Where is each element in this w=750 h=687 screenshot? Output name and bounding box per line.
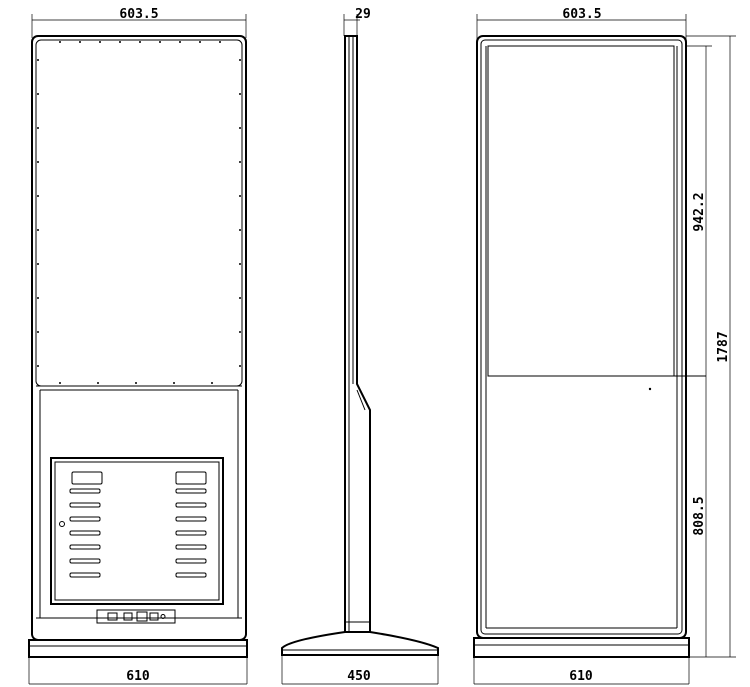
vent-slot <box>69 572 101 578</box>
front-view: 603.5 <box>28 7 248 685</box>
back-body-outline <box>476 35 687 639</box>
screw-dot <box>37 161 39 163</box>
back-base-dimension: 610 <box>473 657 690 685</box>
connector-strip <box>96 609 176 624</box>
screw-dot <box>37 229 39 231</box>
vent-slot <box>175 516 207 522</box>
back-base-width-label: 610 <box>569 669 593 684</box>
screw-dot <box>139 41 141 43</box>
screw-dot <box>37 195 39 197</box>
vent-slot <box>69 558 101 564</box>
screw-dot <box>37 93 39 95</box>
screw-dot <box>239 93 241 95</box>
screw-dot <box>135 382 137 384</box>
front-base-width-label: 610 <box>126 669 150 684</box>
screw-dot <box>37 297 39 299</box>
vent-slot <box>175 572 207 578</box>
screw-dot <box>97 382 99 384</box>
screw-dot <box>239 127 241 129</box>
screw-dot <box>239 161 241 163</box>
back-view: 603.5 610 <box>473 7 736 685</box>
front-top-width-label: 603.5 <box>119 7 158 22</box>
access-panel <box>50 457 224 605</box>
screw-dot <box>239 297 241 299</box>
vent-slot <box>69 544 101 550</box>
vent-slot <box>175 488 207 494</box>
back-top-dimension: 603.5 <box>476 7 687 40</box>
screw-dot <box>59 382 61 384</box>
side-depth-dimension: 29 <box>343 7 371 36</box>
screw-dot <box>37 127 39 129</box>
lower-height-label: 808.5 <box>692 496 707 535</box>
vent-slot <box>175 530 207 536</box>
screw-dot <box>99 41 101 43</box>
side-base-width-label: 450 <box>347 669 371 684</box>
lock-hole <box>59 521 65 527</box>
back-base <box>473 637 690 658</box>
screw-dot <box>211 382 213 384</box>
screw-dot <box>37 331 39 333</box>
screw-dot <box>239 59 241 61</box>
vent-slot <box>175 544 207 550</box>
side-foot <box>281 631 439 656</box>
back-screen-area <box>487 45 675 377</box>
screw-dot <box>159 41 161 43</box>
side-view: 29 450 <box>281 7 439 685</box>
side-depth-label: 29 <box>355 7 371 22</box>
vent-slot <box>175 502 207 508</box>
screw-dot <box>239 365 241 367</box>
front-base-dimension: 610 <box>28 657 248 685</box>
vent-slot <box>71 471 103 485</box>
screw-dot <box>119 41 121 43</box>
screw-dot <box>199 41 201 43</box>
screen-height-label: 942.2 <box>692 192 707 231</box>
screw-dot <box>59 41 61 43</box>
screw-dot <box>79 41 81 43</box>
front-screw-dots <box>37 41 241 384</box>
back-vertical-dimensions: 942.2 808.5 1787 <box>686 35 736 658</box>
vent-slot <box>69 516 101 522</box>
back-top-width-label: 603.5 <box>562 7 601 22</box>
vent-slots <box>69 471 207 578</box>
screw-dot <box>219 41 221 43</box>
screw-dot <box>37 59 39 61</box>
vent-slot <box>69 488 101 494</box>
side-base-dimension: 450 <box>281 655 439 685</box>
front-screen-panel <box>35 39 243 387</box>
front-base <box>28 639 248 658</box>
screw-dot <box>37 263 39 265</box>
total-height-label: 1787 <box>716 331 731 362</box>
screw-dot <box>239 229 241 231</box>
vent-slot <box>69 502 101 508</box>
screw-dot <box>239 331 241 333</box>
screw-dot <box>37 365 39 367</box>
vent-slot <box>175 471 207 485</box>
front-top-dimension: 603.5 <box>31 7 247 38</box>
vent-slot <box>69 530 101 536</box>
vent-slot <box>175 558 207 564</box>
screw-dot <box>239 195 241 197</box>
front-body-outline <box>31 35 247 641</box>
screw-dot <box>239 263 241 265</box>
screw-dot <box>179 41 181 43</box>
screw-dot <box>173 382 175 384</box>
